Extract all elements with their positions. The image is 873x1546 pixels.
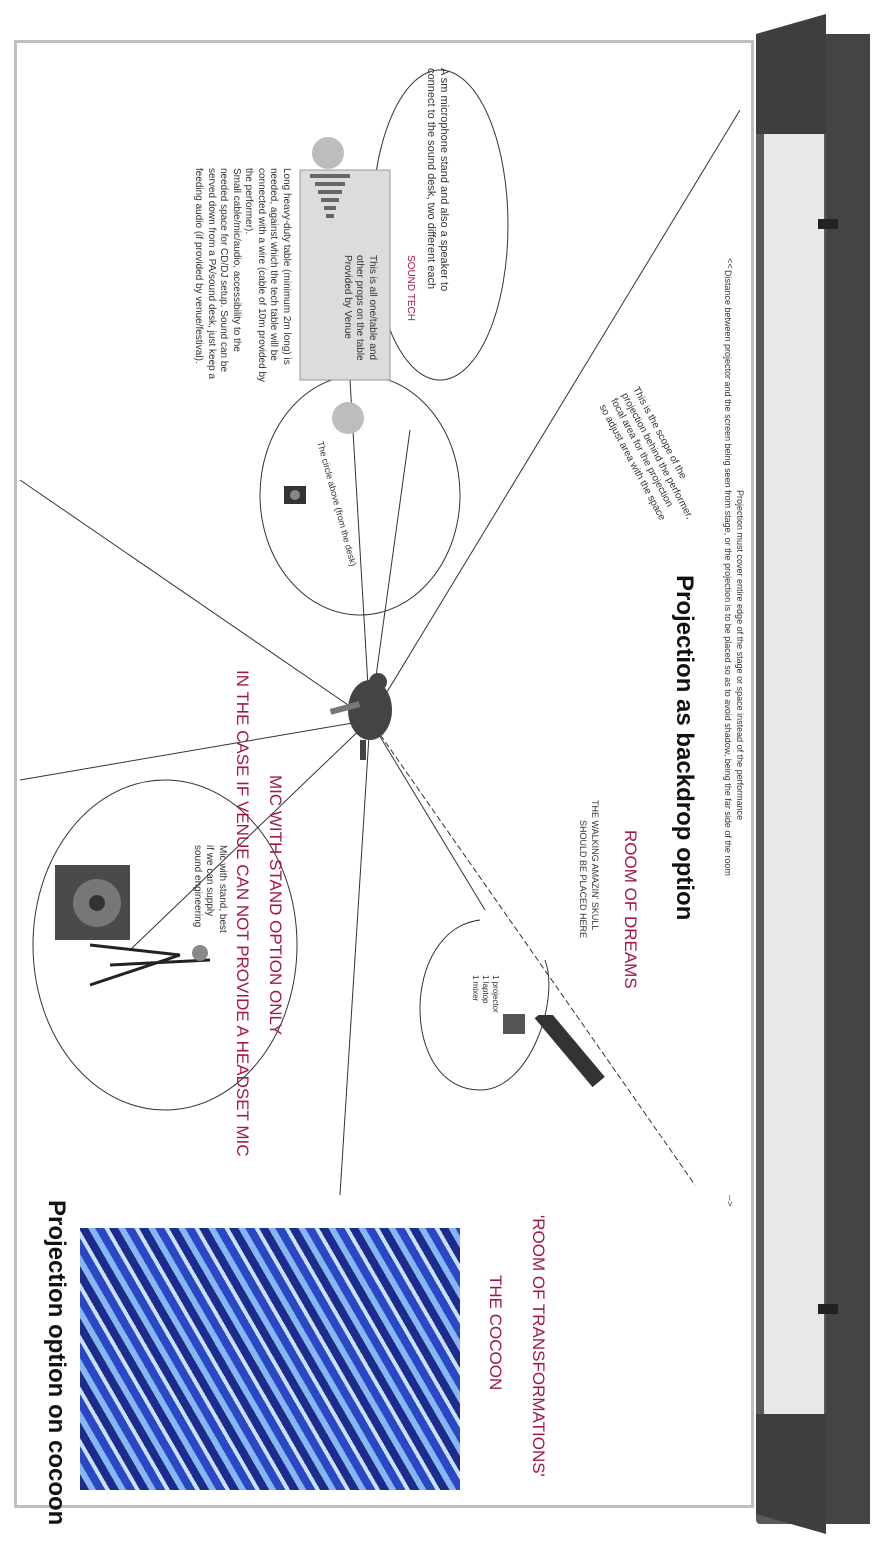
- mic-note-line1: A sm microphone stand and also a speaker…: [438, 68, 450, 291]
- person-head-icon: [308, 133, 348, 173]
- sound-tech-label: SOUND TECH: [405, 255, 416, 321]
- performer-figure-icon: [330, 670, 400, 760]
- mic-note-line2: connect to the sound desk, two different…: [425, 68, 437, 289]
- headset-notice-line2: IN THE CASE IF VENUE CAN NOT PROVIDE A H…: [232, 670, 252, 1157]
- table-note: This is all one/table and other props on…: [341, 255, 379, 361]
- projector-icon: [500, 1010, 530, 1040]
- backdrop-title: Projection as backdrop option: [670, 575, 698, 920]
- cocoon-projection-photo: [80, 1228, 460, 1490]
- mic-option-note: Mic with stand, best if we can supply so…: [191, 845, 229, 933]
- room-of-dreams-line2: SHOULD BE PLACED HERE: [578, 820, 588, 938]
- headset-notice-line1: MIC WITH STAND OPTION ONLY: [265, 775, 285, 1035]
- cocoon-title: Projection option on cocoon: [42, 1200, 70, 1525]
- desk-note: 1 projector 1 laptop 1 mixer: [470, 975, 500, 1013]
- person-head-icon: [328, 398, 368, 438]
- marker-right: -->: [725, 1195, 735, 1206]
- camera-icon: [280, 480, 310, 510]
- marker-left: <<: [725, 258, 735, 269]
- room-of-transformations-line2: THE COCOON: [485, 1275, 505, 1390]
- bar-graph-icon: [310, 172, 350, 242]
- room-of-dreams-title: ROOM OF DREAMS: [620, 830, 640, 989]
- room-of-dreams-line1: THE WALKING AMAZIN' SKULL: [590, 800, 600, 930]
- mic-stand-icon: [80, 925, 210, 1005]
- top-note-line2: Distance between projector and the scree…: [723, 270, 733, 876]
- top-note-line1: Projection must cover entire edge of the…: [735, 490, 745, 820]
- long-note: Long heavy-duty table (minimum 2m long) …: [192, 168, 292, 382]
- keyboard-icon: [525, 1015, 605, 1095]
- room-of-transformations-line1: 'ROOM OF TRANSFORMATIONS': [528, 1215, 548, 1477]
